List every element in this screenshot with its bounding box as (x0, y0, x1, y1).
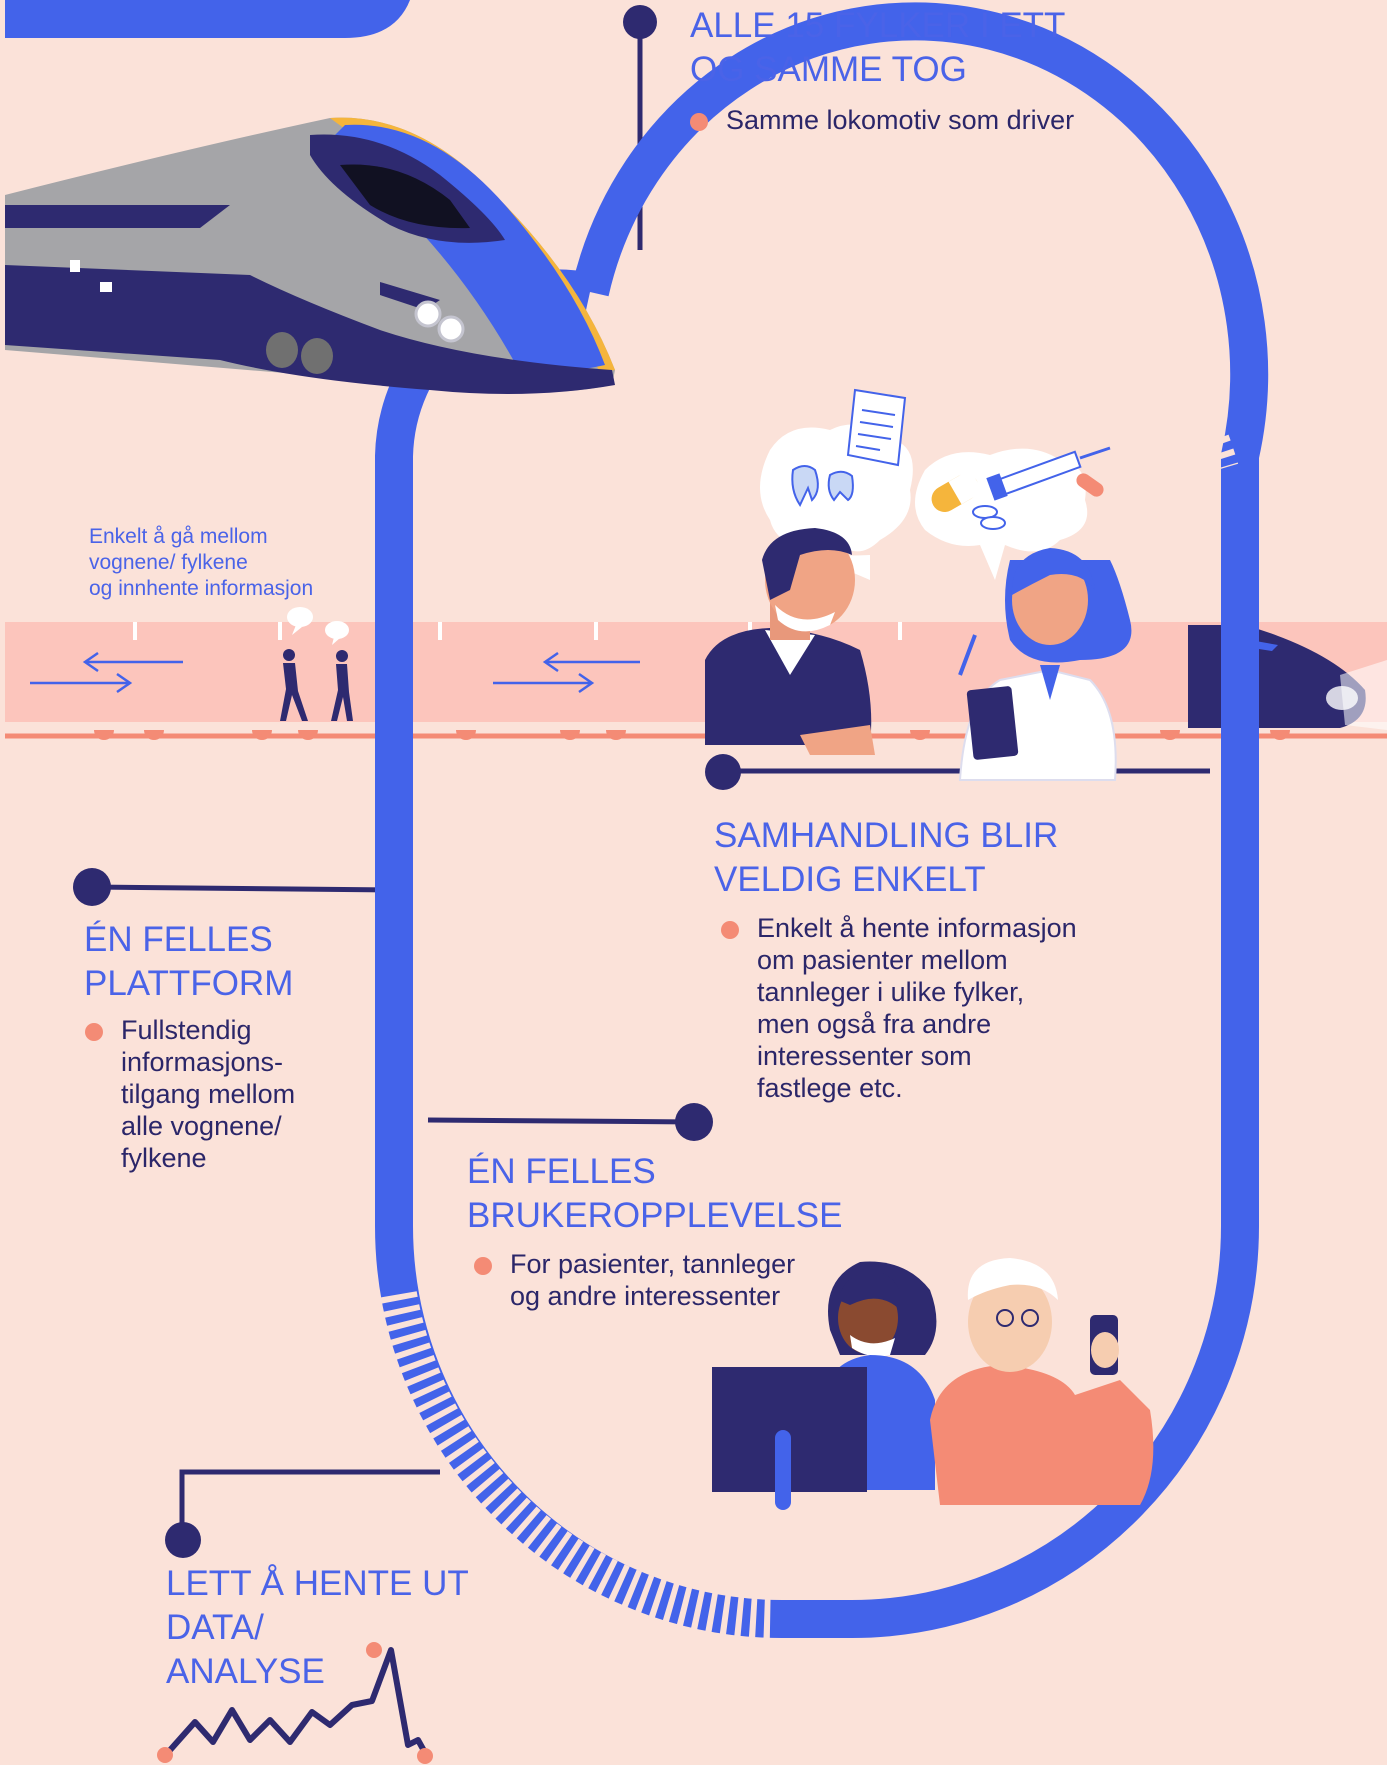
wagon-band (5, 607, 1387, 740)
arrow-right-icon (30, 672, 595, 694)
bullet-item: Enkelt å hente informasjon om pasienter … (721, 912, 1077, 1104)
heading-plattform-line2: PLATTFORM (84, 964, 294, 1003)
heading-samhandling-line1: SAMHANDLING BLIR (714, 816, 1059, 855)
wagon-note-line1: Enkelt å gå mellom (89, 525, 268, 548)
syringe-icon (986, 446, 1111, 501)
heading-data-line2: DATA/ (166, 1608, 264, 1647)
dentist-icon (705, 528, 875, 755)
computer-monitor-icon (712, 1367, 867, 1510)
pill-icon (931, 469, 1104, 530)
doctor-icon (958, 548, 1132, 781)
bullet-line: fylkene (121, 1143, 207, 1173)
heading-brukeropplevelse-line1: ÉN FELLES (467, 1152, 656, 1191)
heading-samhandling: SAMHANDLING BLIR VELDIG ENKELT (714, 814, 1058, 902)
elderly-man-phone-icon (930, 1258, 1154, 1505)
bullet-item: For pasienter, tannleger og andre intere… (474, 1248, 795, 1312)
wagon-note: Enkelt å gå mellom vognene/ fylkene og i… (89, 524, 313, 602)
heading-brukeropplevelse-line2: BRUKEROPPLEVELSE (467, 1196, 843, 1235)
heading-data: LETT Å HENTE UT DATA/ ANALYSE (166, 1562, 469, 1694)
bullet-line: og andre interessenter (510, 1281, 781, 1311)
heading-data-line3: ANALYSE (166, 1652, 325, 1691)
bullet-line: For pasienter, tannleger (510, 1249, 796, 1279)
heading-fylker: ALLE 15 FYLKER I ETT OG SAMME TOG (690, 4, 1065, 92)
bullet-line: Fullstendig (121, 1015, 252, 1045)
walking-people-icon (280, 649, 353, 721)
bullet-line: Samme lokomotiv som driver (726, 105, 1075, 135)
bullet-line: informasjons- (121, 1047, 284, 1077)
bullets-fylker: Samme lokomotiv som driver (690, 104, 1074, 136)
heading-fylker-line2: OG SAMME TOG (690, 50, 967, 89)
bullets-plattform: Fullstendig informasjons- tilgang mellom… (85, 1014, 295, 1174)
speech-bubble-icon (287, 607, 349, 645)
corner-tab (5, 0, 410, 38)
bullets-brukeropplevelse: For pasienter, tannleger og andre intere… (474, 1248, 795, 1312)
bullet-line: alle vognene/ (121, 1111, 282, 1141)
bullet-item: Fullstendig informasjons- tilgang mellom… (85, 1014, 295, 1174)
bullet-line: fastlege etc. (757, 1073, 903, 1103)
bullets-samhandling: Enkelt å hente informasjon om pasienter … (721, 912, 1077, 1104)
heading-plattform-line1: ÉN FELLES (84, 920, 273, 959)
arrow-left-icon (82, 651, 640, 673)
heading-data-line1: LETT Å HENTE UT (166, 1564, 469, 1603)
heading-fylker-line1: ALLE 15 FYLKER I ETT (690, 6, 1066, 45)
bullet-line: Enkelt å hente informasjon (757, 913, 1077, 943)
bullet-item: Samme lokomotiv som driver (690, 104, 1074, 136)
bullet-line: tannleger i ulike fylker, (757, 977, 1025, 1007)
line-graph-icon (157, 1642, 433, 1764)
bullet-line: interessenter som (757, 1041, 972, 1071)
wagon-note-line3: og innhente informasjon (89, 577, 314, 600)
heading-plattform: ÉN FELLES PLATTFORM (84, 918, 293, 1006)
wagon-note-line2: vognene/ fylkene (89, 551, 248, 574)
tooth-icon (791, 465, 854, 508)
heading-samhandling-line2: VELDIG ENKELT (714, 860, 986, 899)
connector-dots (73, 5, 741, 1558)
bullet-line: om pasienter mellom (757, 945, 1008, 975)
high-speed-train-icon (5, 117, 615, 394)
bullet-line: tilgang mellom (121, 1079, 296, 1109)
bullet-line: men også fra andre (757, 1009, 992, 1039)
heading-brukeropplevelse: ÉN FELLES BRUKEROPPLEVELSE (467, 1150, 842, 1238)
document-icon (846, 388, 907, 467)
